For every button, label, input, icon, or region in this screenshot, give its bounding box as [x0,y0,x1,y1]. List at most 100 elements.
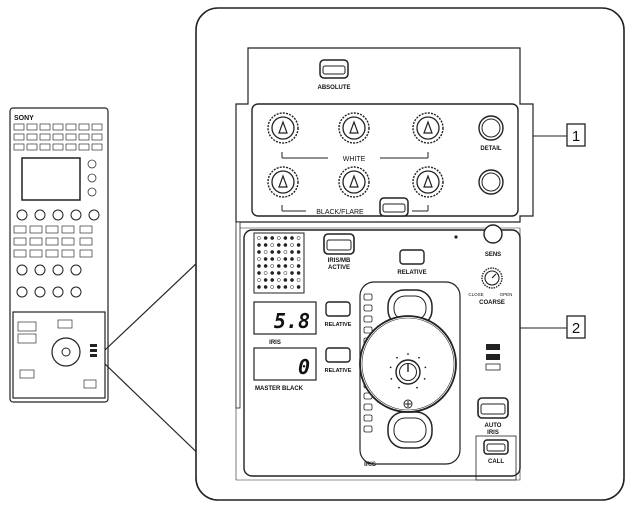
sens-knob[interactable] [483,224,503,244]
scale-led [363,403,373,411]
call-button[interactable] [483,439,509,455]
detail-knob[interactable] [478,115,504,141]
matrix-dot [257,257,261,261]
scale-led [363,293,373,301]
matrix-dot [257,271,261,275]
call-label: CALL [488,459,504,465]
dial-tick [418,356,420,359]
detail-label: DETAIL [480,146,502,152]
brand-label: SONY [14,115,34,122]
iris-section-label: IRIS [364,462,376,468]
callout-1: 1 [572,128,580,145]
black-flare-button[interactable] [379,197,409,217]
iris-label: IRIS [269,340,281,346]
matrix-dot [296,278,301,282]
auto-label: AUTO [485,423,502,429]
matrix-dot [257,278,261,282]
blank-knob[interactable] [478,169,504,195]
scale-led [363,304,373,312]
relative-iris-button[interactable] [325,301,351,317]
matrix-dot [290,236,294,240]
matrix-dot [270,236,275,240]
matrix-dot [270,264,275,268]
matrix-dot [276,243,281,247]
knob [267,166,299,198]
matrix-dot [276,264,281,268]
matrix-dot [296,264,301,268]
master-black-label: MASTER BLACK [255,386,304,392]
knob [267,112,299,144]
absolute-button[interactable] [319,59,349,79]
matrix-dot [263,243,268,247]
matrix-dot [276,271,281,275]
knob [412,166,444,198]
matrix-dot [283,257,288,261]
dial-tick [416,386,418,389]
iris-display [253,301,317,335]
relative-button[interactable] [399,249,425,265]
matrix-dot [263,250,268,254]
matrix-dot [283,236,288,240]
open-label: OPEN [500,292,513,297]
matrix-dot [296,250,301,254]
dial-tick [389,366,392,369]
matrix-dot [263,271,268,275]
close-label: CLOSE [468,292,483,297]
matrix-dot [296,285,301,289]
matrix-dot [270,278,275,282]
matrix-dot [290,285,294,289]
matrix-dot [263,236,268,240]
matrix-dot [263,257,268,261]
dial-tick [424,366,427,369]
matrix-dot [276,278,281,282]
indicator-dot [454,235,458,239]
matrix-dot [290,278,294,282]
scale-led [363,425,373,433]
matrix-dot [257,236,261,240]
iris-button-label: IRIS [487,430,499,436]
matrix-dot [283,278,288,282]
matrix-dot [296,257,301,261]
matrix-dot [257,285,261,289]
matrix-dot [296,236,301,240]
black-flare-label: BLACK/FLARE [316,209,364,216]
matrix-dot [270,250,275,254]
matrix-dot [276,250,281,254]
iris-value: 5.8 [274,309,310,333]
iris-mb-active-button[interactable] [323,233,355,255]
matrix-dot [290,271,294,275]
thumbnail-screen [21,157,81,201]
matrix-dot [270,271,275,275]
matrix-dot [290,264,294,268]
matrix-dot [270,243,275,247]
master-black-value: 0 [298,355,310,379]
matrix-dot [290,243,294,247]
matrix-dot [283,264,288,268]
scale-led [363,326,373,334]
auto-iris-button[interactable] [477,397,509,419]
sens-label: SENS [485,252,501,258]
coarse-label: COARSE [479,300,505,306]
relative-mb-label: RELATIVE [325,368,352,374]
matrix-dot [263,278,268,282]
scale-led [363,315,373,323]
iris-mb-label: IRIS/MB [328,258,351,264]
matrix-dot [257,264,261,268]
matrix-dot [257,250,261,254]
mode-indicators [485,344,501,371]
coarse-knob[interactable] [481,267,503,289]
knob [412,112,444,144]
white-knobs[interactable] [267,112,444,144]
dial-tick [396,356,398,359]
matrix-dot [276,257,281,261]
iris-down-rocker[interactable] [387,411,433,449]
black-flare-knobs[interactable] [267,166,444,198]
matrix-dot [283,243,288,247]
callout-2: 2 [572,320,580,337]
matrix-dot [283,271,288,275]
matrix-dot [290,250,294,254]
iris-dial[interactable] [359,315,457,413]
relative-label: RELATIVE [397,270,426,276]
relative-mb-button[interactable] [325,347,351,363]
